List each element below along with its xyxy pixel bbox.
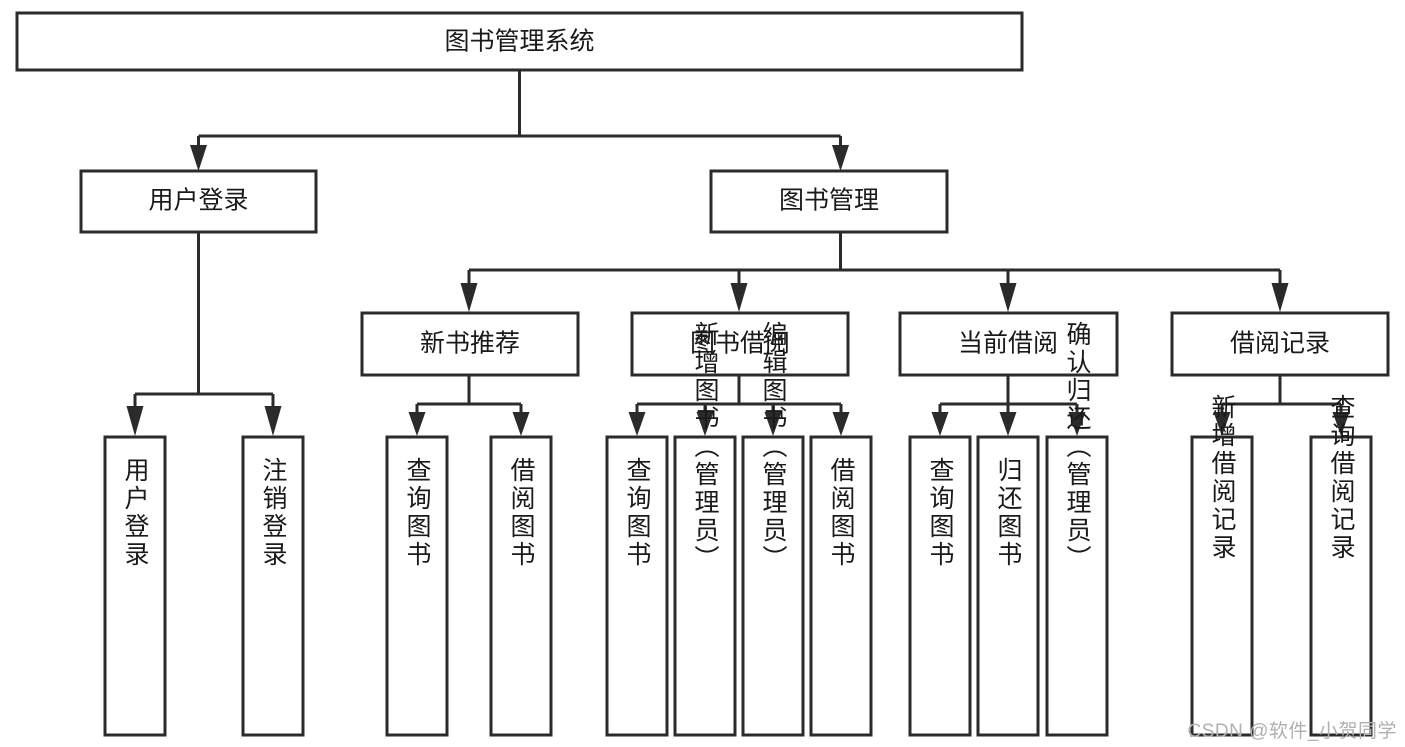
arrowhead-leaf-borrowrecord-2 xyxy=(1332,412,1350,436)
leaf-borrowrecord-add-label: 新增借阅记录 xyxy=(1208,394,1237,562)
connector-layer xyxy=(126,70,1350,436)
leaf-currentborrow-return-box[interactable] xyxy=(976,435,1040,737)
leaf-bookborrow-edit-box[interactable] xyxy=(741,435,805,737)
arrowhead-user-login xyxy=(190,145,207,171)
leaf-currentborrow-query-label: 查询图书 xyxy=(926,457,955,569)
leaf-newbook-borrow-box[interactable] xyxy=(489,435,553,737)
node-book-management[interactable]: 图书管理 xyxy=(709,169,949,234)
arrowhead-leaf-bookborrow-1 xyxy=(628,412,646,436)
node-borrow-record-label: 借阅记录 xyxy=(1230,330,1330,358)
arrowhead-leaf-user-login-1 xyxy=(126,406,144,436)
node-book-borrow-box[interactable] xyxy=(630,311,850,377)
leaf-bookborrow-add-label: 新增图书（管理员） xyxy=(691,321,720,573)
node-borrow-record[interactable]: 借阅记录 xyxy=(1170,311,1390,377)
arrowhead-leaf-currentborrow-3 xyxy=(1068,412,1086,436)
leaf-currentborrow-query-box[interactable] xyxy=(908,435,972,737)
leaf-borrowrecord-query[interactable]: 查询借阅记录 xyxy=(1309,394,1373,737)
node-current-borrow[interactable]: 当前借阅 xyxy=(898,311,1119,377)
node-user-login-label: 用户登录 xyxy=(148,187,248,215)
leaf-newbook-query[interactable]: 查询图书 xyxy=(385,435,449,737)
leaf-currentborrow-query[interactable]: 查询图书 xyxy=(908,435,972,737)
leaf-currentborrow-return-label: 归还图书 xyxy=(994,457,1023,569)
leaf-bookborrow-query[interactable]: 查询图书 xyxy=(605,435,669,737)
leaf-newbook-query-label: 查询图书 xyxy=(403,457,432,569)
node-user-login[interactable]: 用户登录 xyxy=(79,169,318,234)
leaf-user-login-logout[interactable]: 注销登录 xyxy=(241,435,305,737)
leaf-borrowrecord-add[interactable]: 新增借阅记录 xyxy=(1190,394,1254,737)
node-root-label: 图书管理系统 xyxy=(444,28,594,56)
node-new-book-recommend-label: 新书推荐 xyxy=(420,330,520,358)
arrowhead-leaf-borrowrecord-1 xyxy=(1213,412,1231,436)
leaf-newbook-query-box[interactable] xyxy=(385,435,449,737)
arrowhead-book-borrow xyxy=(730,283,748,312)
leaf-bookborrow-add[interactable]: 新增图书（管理员） xyxy=(673,321,737,737)
leaf-borrowrecord-query-box[interactable] xyxy=(1309,435,1373,737)
leaf-user-login-logout-label: 注销登录 xyxy=(259,457,288,569)
node-new-book-recommend-box[interactable] xyxy=(360,311,580,377)
leaf-bookborrow-edit[interactable]: 编辑图书（管理员） xyxy=(741,321,805,737)
leaf-newbook-borrow-label: 借阅图书 xyxy=(507,457,536,569)
arrowhead-new-book xyxy=(460,283,478,312)
arrowhead-borrow-record xyxy=(1271,283,1289,312)
leaf-newbook-borrow[interactable]: 借阅图书 xyxy=(489,435,553,737)
leaf-currentborrow-confirm-box[interactable] xyxy=(1045,435,1109,737)
node-current-borrow-box[interactable] xyxy=(898,311,1119,377)
node-book-borrow[interactable]: 图书借阅 xyxy=(630,311,850,377)
node-user-login-box[interactable] xyxy=(79,169,318,234)
leaf-bookborrow-borrow-label: 借阅图书 xyxy=(827,457,856,569)
watermark: CSDN @软件_小贺同学 xyxy=(1187,721,1397,742)
arrowhead-leaf-bookborrow-3 xyxy=(764,412,782,436)
leaf-currentborrow-return[interactable]: 归还图书 xyxy=(976,435,1040,737)
leaf-borrowrecord-add-box[interactable] xyxy=(1190,435,1254,737)
leaf-user-login-logout-box[interactable] xyxy=(241,435,305,737)
leaf-bookborrow-borrow[interactable]: 借阅图书 xyxy=(809,435,873,737)
node-root[interactable]: 图书管理系统 xyxy=(15,11,1024,72)
arrowhead-leaf-newbook-1 xyxy=(408,412,426,436)
node-book-management-box[interactable] xyxy=(709,169,949,234)
leaf-bookborrow-edit-label: 编辑图书（管理员） xyxy=(759,321,788,573)
arrowhead-leaf-bookborrow-4 xyxy=(832,412,850,436)
node-current-borrow-label: 当前借阅 xyxy=(958,330,1058,358)
node-root-box[interactable] xyxy=(15,11,1024,72)
leaf-bookborrow-query-box[interactable] xyxy=(605,435,669,737)
leaf-user-login-login-label: 用户登录 xyxy=(121,457,150,569)
leaf-currentborrow-confirm[interactable]: 确认归还（管理员） xyxy=(1045,321,1109,737)
arrowhead-book-mgmt xyxy=(832,145,849,171)
arrowhead-leaf-user-login-2 xyxy=(264,406,282,436)
node-borrow-record-box[interactable] xyxy=(1170,311,1390,377)
leaf-bookborrow-borrow-box[interactable] xyxy=(809,435,873,737)
arrowhead-leaf-currentborrow-1 xyxy=(931,412,949,436)
arrowhead-leaf-newbook-2 xyxy=(512,412,530,436)
arrowhead-leaf-currentborrow-2 xyxy=(999,412,1017,436)
leaf-user-login-login-box[interactable] xyxy=(103,435,167,737)
node-book-management-label: 图书管理 xyxy=(779,187,879,215)
arrowhead-current-borrow xyxy=(999,283,1017,312)
leaf-bookborrow-add-box[interactable] xyxy=(673,435,737,737)
leaf-bookborrow-query-label: 查询图书 xyxy=(623,457,652,569)
leaf-user-login-login[interactable]: 用户登录 xyxy=(103,435,167,737)
node-book-borrow-label: 图书借阅 xyxy=(690,330,790,358)
leaf-currentborrow-confirm-label: 确认归还（管理员） xyxy=(1063,321,1092,573)
leaf-borrowrecord-query-label: 查询借阅记录 xyxy=(1327,394,1356,562)
arrowhead-leaf-bookborrow-2 xyxy=(696,412,714,436)
node-new-book-recommend[interactable]: 新书推荐 xyxy=(360,311,580,377)
